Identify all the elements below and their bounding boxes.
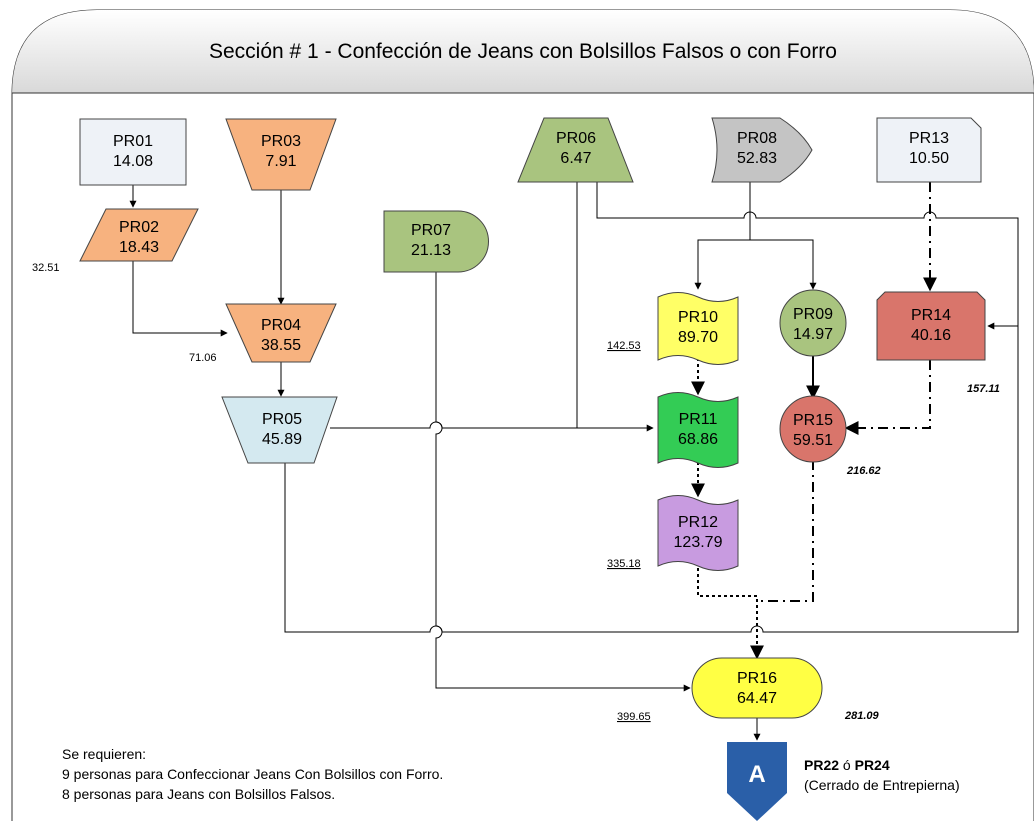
- header-band: [12, 10, 1034, 95]
- node-pr16: PR16 64.47: [691, 657, 823, 719]
- node-pr11: PR11 68.86: [657, 392, 739, 468]
- node-pr08-value: 52.83: [737, 150, 777, 167]
- node-pr14-value: 40.16: [911, 327, 951, 344]
- node-pr03-value: 7.91: [265, 153, 296, 170]
- node-pr08: PR08 52.83: [711, 117, 813, 183]
- node-pr05-value: 45.89: [262, 431, 302, 448]
- node-pr09-value: 14.97: [793, 326, 833, 343]
- node-pr01: PR01 14.08: [79, 118, 187, 186]
- edge-pr07-pr16: [435, 272, 691, 692]
- connector-or: ó: [839, 757, 855, 773]
- connector-target: PR22 ó PR24: [804, 757, 890, 773]
- node-pr04: PR04 38.55: [225, 303, 337, 363]
- node-pr14: PR14 40.16: [876, 291, 986, 361]
- node-pr10-code: PR10: [678, 309, 718, 326]
- node-pr11-value: 68.86: [678, 431, 718, 448]
- label-281-09: 281.09: [844, 710, 880, 722]
- edge-pr15-pr16: [759, 460, 814, 602]
- node-pr10: PR10 89.70: [657, 292, 739, 365]
- node-pr11-code: PR11: [679, 411, 718, 428]
- node-pr05-code: PR05: [262, 411, 302, 428]
- label-335-18: 335.18: [607, 558, 641, 570]
- label-157-11: 157.11: [967, 383, 1000, 395]
- label-32-51: 32.51: [32, 262, 60, 274]
- node-pr03: PR03 7.91: [225, 118, 337, 191]
- connector-desc: (Cerrado de Entrepierna): [804, 777, 960, 793]
- node-pr04-value: 38.55: [261, 337, 301, 354]
- edge-pr02-pr04: [132, 261, 228, 337]
- page-title: Sección # 1 - Confección de Jeans con Bo…: [209, 40, 837, 63]
- edge-pr12-pr16: [697, 568, 764, 660]
- node-pr13-value: 10.50: [909, 150, 949, 167]
- edge-pr08-pr10: [694, 239, 750, 290]
- node-pr02-code: PR02: [119, 219, 159, 236]
- node-pr15-value: 59.51: [793, 432, 833, 449]
- node-pr12: PR12 123.79: [657, 495, 739, 571]
- node-pr12-value: 123.79: [674, 534, 723, 551]
- node-pr07: PR07 21.13: [383, 210, 489, 273]
- node-pr04-code: PR04: [261, 317, 301, 334]
- node-pr09: PR09 14.97: [779, 289, 847, 357]
- node-pr14-code: PR14: [911, 307, 951, 324]
- connector-target-b: PR24: [855, 757, 890, 773]
- node-pr05: PR05 45.89: [221, 396, 338, 464]
- connector-target-a: PR22: [804, 757, 839, 773]
- edge-pr06-pr14: [596, 182, 1019, 330]
- node-pr13: PR13 10.50: [876, 117, 982, 183]
- label-216-62: 216.62: [846, 465, 881, 477]
- node-pr09-code: PR09: [793, 306, 833, 323]
- node-pr15-code: PR15: [793, 412, 833, 429]
- note-line-1: Se requieren:: [62, 746, 146, 762]
- node-pr01-value: 14.08: [113, 153, 153, 170]
- node-pr06: PR06 6.47: [517, 117, 634, 183]
- edge-pr08-pr09: [750, 239, 817, 290]
- node-pr13-code: PR13: [909, 130, 949, 147]
- node-pr02: PR02 18.43: [79, 208, 199, 262]
- node-pr08-code: PR08: [737, 130, 777, 147]
- node-pr07-code: PR07: [411, 222, 451, 239]
- note-line-3: 8 personas para Jeans con Bolsillos Fals…: [62, 786, 335, 802]
- node-pr01-code: PR01: [113, 133, 153, 150]
- node-pr16-code: PR16: [737, 670, 777, 687]
- node-pr12-code: PR12: [678, 514, 718, 531]
- offpage-connector-a: A: [727, 742, 787, 821]
- edge-pr05-pr16: [284, 326, 1019, 633]
- note-line-2: 9 personas para Confeccionar Jeans Con B…: [62, 766, 443, 782]
- node-pr07-value: 21.13: [411, 242, 451, 259]
- label-71-06: 71.06: [189, 352, 217, 364]
- node-pr16-value: 64.47: [737, 690, 777, 707]
- label-399-65: 399.65: [617, 711, 651, 723]
- node-pr10-value: 89.70: [678, 329, 718, 346]
- edge-pr14-pr15: [844, 360, 931, 435]
- node-pr15: PR15 59.51: [779, 395, 847, 463]
- node-pr02-value: 18.43: [119, 239, 159, 256]
- connector-letter: A: [748, 761, 765, 788]
- node-pr03-code: PR03: [261, 133, 301, 150]
- label-142-53: 142.53: [607, 340, 641, 352]
- node-pr06-value: 6.47: [560, 150, 591, 167]
- node-pr06-code: PR06: [556, 130, 596, 147]
